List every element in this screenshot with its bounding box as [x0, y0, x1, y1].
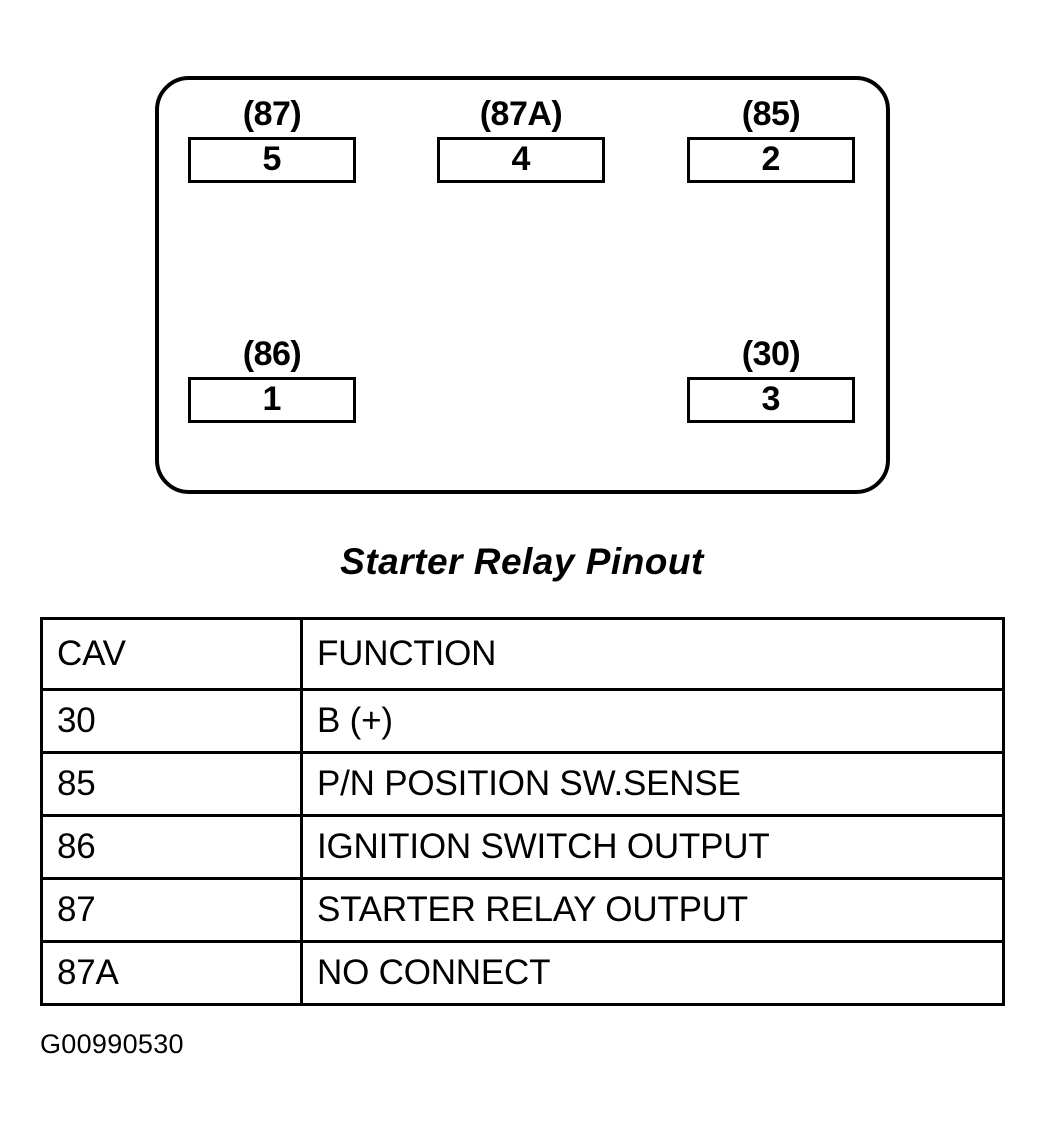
table-row: 87A NO CONNECT	[40, 940, 1005, 1006]
pin-terminal-label: (86)	[242, 335, 302, 373]
pin-cavity-box: 4	[437, 137, 605, 183]
table-row: 87 STARTER RELAY OUTPUT	[40, 877, 1005, 943]
pin-terminal-label: (30)	[741, 335, 801, 373]
table-row: 30 B (+)	[40, 688, 1005, 754]
pin-cavity-box: 1	[188, 377, 356, 423]
pin-cavity-box: 2	[687, 137, 855, 183]
pin-cavity-box: 3	[687, 377, 855, 423]
pinout-table: CAV FUNCTION 30 B (+) 85 P/N POSITION SW…	[40, 617, 1005, 1006]
pin-terminal-86: (86) 1	[188, 337, 356, 423]
cell-function: P/N POSITION SW.SENSE	[300, 751, 1005, 817]
pin-cavity-number: 4	[511, 140, 531, 178]
cell-cav: 86	[40, 814, 303, 880]
cell-cav: 85	[40, 751, 303, 817]
diagram-caption: Starter Relay Pinout	[340, 541, 704, 582]
cell-cav: 87	[40, 877, 303, 943]
cell-cav: 30	[40, 688, 303, 754]
cell-function: B (+)	[300, 688, 1005, 754]
cell-function: IGNITION SWITCH OUTPUT	[300, 814, 1005, 880]
cell-function: NO CONNECT	[300, 940, 1005, 1006]
pin-terminal-87a: (87A) 4	[437, 97, 605, 183]
pin-terminal-label: (87)	[242, 95, 302, 133]
figure-id-code: G00990530	[40, 1029, 184, 1059]
pin-cavity-number: 2	[761, 140, 781, 178]
pin-cavity-number: 1	[262, 380, 282, 418]
pin-terminal-87: (87) 5	[188, 97, 356, 183]
cell-function: STARTER RELAY OUTPUT	[300, 877, 1005, 943]
cell-cav: 87A	[40, 940, 303, 1006]
pin-cavity-number: 5	[262, 140, 282, 178]
column-header-cav: CAV	[40, 617, 303, 691]
table-row: 85 P/N POSITION SW.SENSE	[40, 751, 1005, 817]
table-row: 86 IGNITION SWITCH OUTPUT	[40, 814, 1005, 880]
relay-pinout-diagram: (87) 5 (87A) 4 (85) 2 (86) 1 (30) 3	[155, 76, 890, 494]
pin-terminal-label: (85)	[741, 95, 801, 133]
pin-cavity-number: 3	[761, 380, 781, 418]
pin-terminal-85: (85) 2	[687, 97, 855, 183]
pin-cavity-box: 5	[188, 137, 356, 183]
column-header-function: FUNCTION	[300, 617, 1005, 691]
pin-terminal-label: (87A)	[479, 95, 563, 133]
pin-terminal-30: (30) 3	[687, 337, 855, 423]
table-header-row: CAV FUNCTION	[40, 617, 1005, 691]
